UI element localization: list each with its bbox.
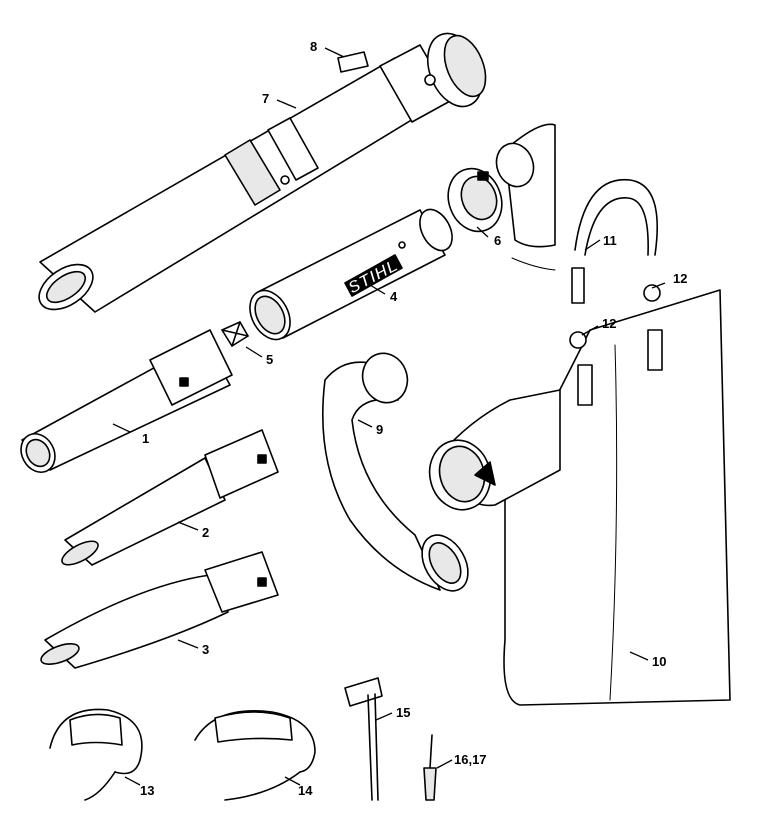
- leader-5: [245, 346, 263, 358]
- callout-6: 6: [494, 233, 501, 248]
- callout-13: 13: [140, 783, 154, 798]
- part-12-ring-lower: [569, 331, 587, 349]
- leader-1: [112, 423, 131, 433]
- part-15-combination-wrench: [344, 677, 383, 801]
- part-2-flat-nozzle: [61, 429, 279, 566]
- leader-4: [369, 284, 386, 295]
- callout-16-17: 16,17: [454, 752, 487, 767]
- blower-housing-partial: [495, 123, 556, 271]
- leader-7: [276, 99, 297, 109]
- callout-7: 7: [262, 91, 269, 106]
- leader-2: [177, 521, 199, 531]
- callout-10: 10: [652, 654, 666, 669]
- leader-lines: [112, 47, 666, 786]
- part-1-round-nozzle: [20, 329, 233, 473]
- callout-8: 8: [310, 39, 317, 54]
- leader-6: [476, 226, 489, 238]
- callout-14: 14: [298, 783, 313, 798]
- callout-3: 3: [202, 642, 209, 657]
- part-14-safety-glasses: [194, 710, 316, 801]
- leader-12a: [651, 282, 666, 289]
- leader-16-17: [436, 759, 453, 769]
- leader-12b: [581, 325, 599, 336]
- callout-4: 4: [390, 289, 398, 304]
- leader-8: [324, 47, 345, 58]
- leader-3: [177, 639, 199, 649]
- leader-9: [357, 419, 373, 428]
- part-11-shoulder-strap: [571, 178, 658, 304]
- part-13-safety-glasses: [49, 708, 143, 801]
- leader-10: [629, 651, 649, 661]
- part-12-ring-upper: [643, 284, 661, 302]
- callout-9: 9: [376, 422, 383, 437]
- leader-11: [584, 239, 601, 251]
- part-9-elbow: [321, 352, 469, 592]
- callout-2: 2: [202, 525, 209, 540]
- part-10-collection-bag: [428, 289, 731, 706]
- part-3-curved-nozzle: [40, 551, 279, 669]
- callout-15: 15: [396, 705, 410, 720]
- callout-labels: 1 2 3 4 5 6 7 8 9 10 11 12 12 13 14 15 1…: [140, 39, 687, 798]
- leader-13: [124, 776, 141, 786]
- part-6-coupling-ring: [447, 167, 503, 233]
- callout-12-lower: 12: [602, 316, 616, 331]
- leader-14: [284, 776, 301, 786]
- leader-15: [375, 712, 393, 721]
- callout-11: 11: [603, 233, 617, 248]
- callout-5: 5: [266, 352, 273, 367]
- part-4-intermediate-tube: STIHL: [249, 208, 453, 341]
- part-7-blower-tube: [38, 32, 487, 313]
- part-16-17-screwdriver: [423, 734, 437, 801]
- callout-1: 1: [142, 431, 149, 446]
- callout-12-upper: 12: [673, 271, 687, 286]
- part-5-shutter: [221, 321, 249, 347]
- part-8-label-sticker: [337, 51, 369, 73]
